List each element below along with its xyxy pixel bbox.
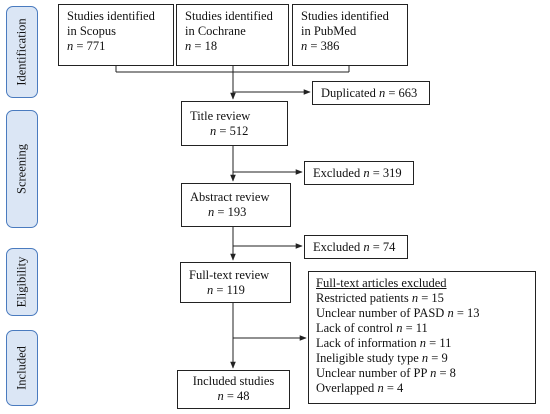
- n-symbol: n: [419, 336, 427, 350]
- title-review-box: Title review n = 512: [181, 101, 288, 146]
- source-line2: in Scopus: [67, 24, 116, 38]
- eq-sign: =: [439, 366, 447, 380]
- excluded-reason-count: 11: [415, 321, 428, 335]
- fulltext-review-box: Full-text review n = 119: [180, 262, 291, 303]
- eq-sign: =: [421, 291, 429, 305]
- eq-sign: =: [216, 283, 224, 297]
- fulltext-excluded-title: Full-text articles excluded: [316, 276, 447, 290]
- included-count: 48: [237, 389, 250, 403]
- excluded-reason-label: Unclear number of PP: [316, 366, 427, 380]
- eq-sign: =: [219, 124, 227, 138]
- duplicated-count: 663: [398, 86, 418, 100]
- excluded-reason-row: Restricted patients n = 15: [316, 291, 535, 306]
- eq-sign: =: [388, 86, 396, 100]
- source-line1: Studies identified: [185, 9, 273, 23]
- eq-sign: =: [456, 306, 464, 320]
- excluded-label: Excluded: [313, 166, 361, 180]
- phase-label: Eligibility: [14, 256, 29, 308]
- source-pubmed-box: Studies identified in PubMed n = 386: [292, 4, 408, 66]
- eq-sign: =: [372, 240, 380, 254]
- excluded-title-count: 319: [382, 166, 402, 180]
- excluded-reason-count: 8: [449, 366, 456, 380]
- excluded-reason-label: Ineligible study type: [316, 351, 419, 365]
- fulltext-review-count: 119: [226, 283, 245, 297]
- excluded-reason-count: 11: [439, 336, 452, 350]
- source-count: 18: [204, 39, 218, 53]
- n-symbol: n: [67, 39, 74, 53]
- eq-sign: =: [431, 351, 439, 365]
- excluded-reason-label: Lack of information: [316, 336, 417, 350]
- excluded-label: Excluded: [313, 240, 361, 254]
- abstract-review-label: Abstract review: [190, 190, 270, 204]
- phase-label: Identification: [14, 18, 29, 86]
- eq-sign: =: [217, 205, 225, 219]
- source-count: 386: [320, 39, 340, 53]
- eq-sign: =: [310, 39, 318, 53]
- source-line1: Studies identified: [301, 9, 389, 23]
- included-studies-box: Included studies n = 48: [177, 370, 290, 409]
- n-symbol: n: [217, 389, 224, 403]
- n-symbol: n: [411, 291, 419, 305]
- duplicated-label: Duplicated: [321, 86, 376, 100]
- excluded-reason-count: 4: [397, 381, 404, 395]
- excluded-title-box: Excluded n = 319: [304, 161, 414, 185]
- excluded-reason-label: Lack of control: [316, 321, 394, 335]
- included-label: Included studies: [192, 374, 275, 388]
- n-symbol: n: [208, 205, 215, 219]
- excluded-reason-label: Overlapped: [316, 381, 375, 395]
- abstract-review-count: 193: [227, 205, 247, 219]
- phase-label: Included: [14, 346, 29, 390]
- source-line2: in PubMed: [301, 24, 357, 38]
- excluded-abstract-count: 74: [382, 240, 396, 254]
- n-symbol: n: [207, 283, 214, 297]
- excluded-reason-label: Restricted patients: [316, 291, 409, 305]
- excluded-reason-row: Ineligible study type n = 9: [316, 351, 535, 366]
- n-symbol: n: [363, 240, 370, 254]
- eq-sign: =: [429, 336, 437, 350]
- excluded-reason-row: Lack of information n = 11: [316, 336, 535, 351]
- phase-label: Screening: [14, 144, 29, 194]
- excluded-reason-row: Overlapped n = 4: [316, 381, 535, 396]
- eq-sign: =: [405, 321, 413, 335]
- phase-identification: Identification: [6, 6, 38, 98]
- excluded-reason-count: 9: [441, 351, 448, 365]
- excluded-reason-label: Unclear number of PASD: [316, 306, 445, 320]
- n-symbol: n: [421, 351, 429, 365]
- source-line2: in Cochrane: [185, 24, 246, 38]
- title-review-label: Title review: [190, 109, 251, 123]
- n-symbol: n: [363, 166, 370, 180]
- excluded-reason-row: Unclear number of PASD n = 13: [316, 306, 535, 321]
- eq-sign: =: [372, 166, 380, 180]
- excluded-reason-count: 15: [431, 291, 444, 305]
- n-symbol: n: [301, 39, 308, 53]
- excluded-reason-count: 13: [467, 306, 480, 320]
- fulltext-excluded-box: Full-text articles excluded Restricted p…: [308, 271, 536, 404]
- n-symbol: n: [378, 86, 386, 100]
- phase-eligibility: Eligibility: [6, 248, 38, 316]
- eq-sign: =: [194, 39, 202, 53]
- phase-included: Included: [6, 330, 38, 406]
- title-review-count: 512: [229, 124, 249, 138]
- excluded-abstract-box: Excluded n = 74: [304, 235, 408, 259]
- duplicated-box: Duplicated n = 663: [312, 81, 430, 105]
- eq-sign: =: [226, 389, 234, 403]
- source-line1: Studies identified: [67, 9, 155, 23]
- n-symbol: n: [210, 124, 217, 138]
- fulltext-review-label: Full-text review: [189, 268, 270, 282]
- eq-sign: =: [76, 39, 84, 53]
- n-symbol: n: [447, 306, 454, 320]
- eq-sign: =: [386, 381, 394, 395]
- excluded-reason-row: Lack of control n = 11: [316, 321, 535, 336]
- source-cochrane-box: Studies identified in Cochrane n = 18: [176, 4, 289, 66]
- excluded-reason-row: Unclear number of PP n = 8: [316, 366, 535, 381]
- source-scopus-box: Studies identified in Scopus n = 771: [58, 4, 174, 66]
- source-count: 771: [86, 39, 106, 53]
- n-symbol: n: [377, 381, 384, 395]
- n-symbol: n: [430, 366, 437, 380]
- abstract-review-box: Abstract review n = 193: [181, 183, 291, 227]
- phase-screening: Screening: [6, 110, 38, 228]
- n-symbol: n: [396, 321, 403, 335]
- n-symbol: n: [185, 39, 192, 53]
